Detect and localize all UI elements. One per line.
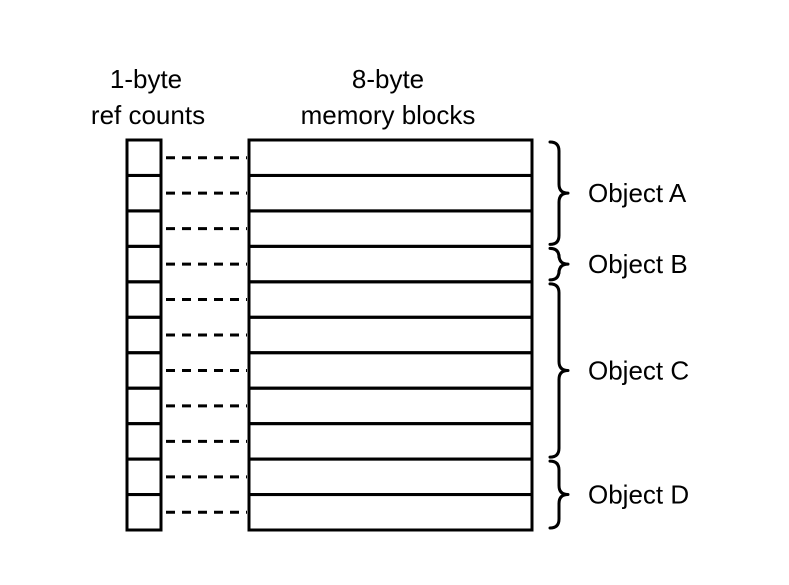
memory-block-cell — [247, 138, 534, 177]
memory-block-column — [247, 138, 534, 532]
ref-count-column — [125, 138, 163, 532]
memory-block-cell — [247, 422, 534, 461]
object-groups: Object A Object B Object C Object D — [548, 140, 689, 530]
ref-count-cell — [125, 280, 163, 319]
memory-block-cell — [247, 386, 534, 426]
ref-count-cell — [125, 315, 163, 355]
memory-blocks-header-line2: memory blocks — [301, 100, 476, 130]
ref-count-cell — [125, 209, 163, 248]
ref-count-cell — [125, 173, 163, 213]
memory-blocks-header-line1: 8-byte — [352, 64, 424, 94]
connector-lines — [166, 156, 247, 514]
ref-count-cell — [125, 351, 163, 390]
memory-block-cell — [247, 280, 534, 319]
ref-count-cell — [125, 422, 163, 461]
ref-count-cell — [125, 386, 163, 426]
object-brace — [548, 246, 570, 282]
object-label: Object B — [588, 249, 688, 279]
memory-block-cell — [247, 351, 534, 390]
ref-count-cell — [125, 244, 163, 284]
memory-block-cell — [247, 173, 534, 213]
object-brace — [548, 282, 570, 459]
ref-count-cell — [125, 493, 163, 532]
object-brace — [548, 459, 570, 530]
memory-block-cell — [247, 493, 534, 532]
ref-counts-header-line2: ref counts — [91, 100, 205, 130]
ref-counts-header-line1: 1-byte — [110, 64, 182, 94]
object-label: Object C — [588, 355, 689, 385]
ref-count-cell — [125, 138, 163, 177]
object-label: Object D — [588, 480, 689, 510]
object-label: Object A — [588, 178, 687, 208]
memory-block-cell — [247, 457, 534, 497]
memory-block-cell — [247, 209, 534, 248]
ref-count-cell — [125, 457, 163, 497]
object-brace — [548, 140, 570, 246]
memory-block-cell — [247, 244, 534, 284]
memory-block-cell — [247, 315, 534, 355]
